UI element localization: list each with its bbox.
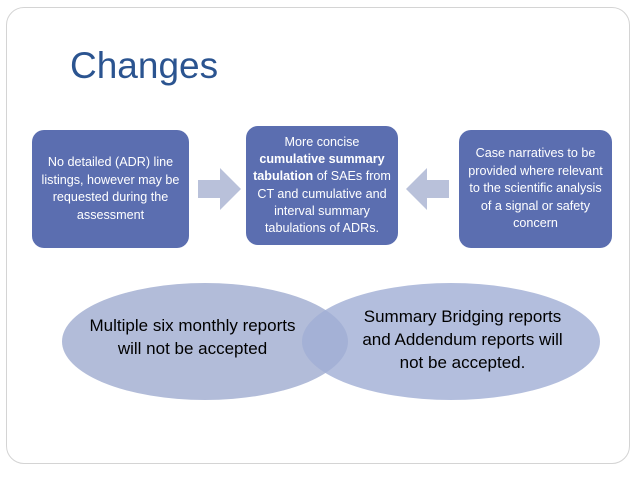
process-box-1[interactable]: No detailed (ADR) line listings, however… — [32, 130, 189, 248]
process-box-1-label: No detailed (ADR) line listings, however… — [41, 155, 180, 222]
process-box-3-label: Case narratives to be provided where rel… — [468, 146, 603, 231]
venn-ellipse-left[interactable] — [62, 283, 348, 400]
venn-ellipse-left-label: Multiple six monthly reports will not be… — [89, 316, 296, 358]
process-box-2-text-bold: cumulative summary tabulation — [253, 152, 385, 184]
process-box-2[interactable]: More concise cumulative summary tabulati… — [246, 126, 398, 245]
arrow-left-icon — [406, 166, 449, 212]
venn-ellipse-right[interactable] — [302, 283, 600, 400]
arrow-right-icon — [198, 166, 241, 212]
process-box-2-text-before: More concise — [284, 134, 360, 149]
venn-ellipse-right-label: Summary Bridging reports and Addendum re… — [362, 307, 563, 372]
process-box-2-text-after: of SAEs from CT and cumulative and inter… — [257, 169, 391, 235]
process-box-3[interactable]: Case narratives to be provided where rel… — [459, 130, 612, 248]
page-title: Changes — [70, 45, 219, 86]
slide-frame-border — [6, 7, 630, 464]
process-box-2-label: More concise cumulative summary tabulati… — [246, 134, 398, 237]
